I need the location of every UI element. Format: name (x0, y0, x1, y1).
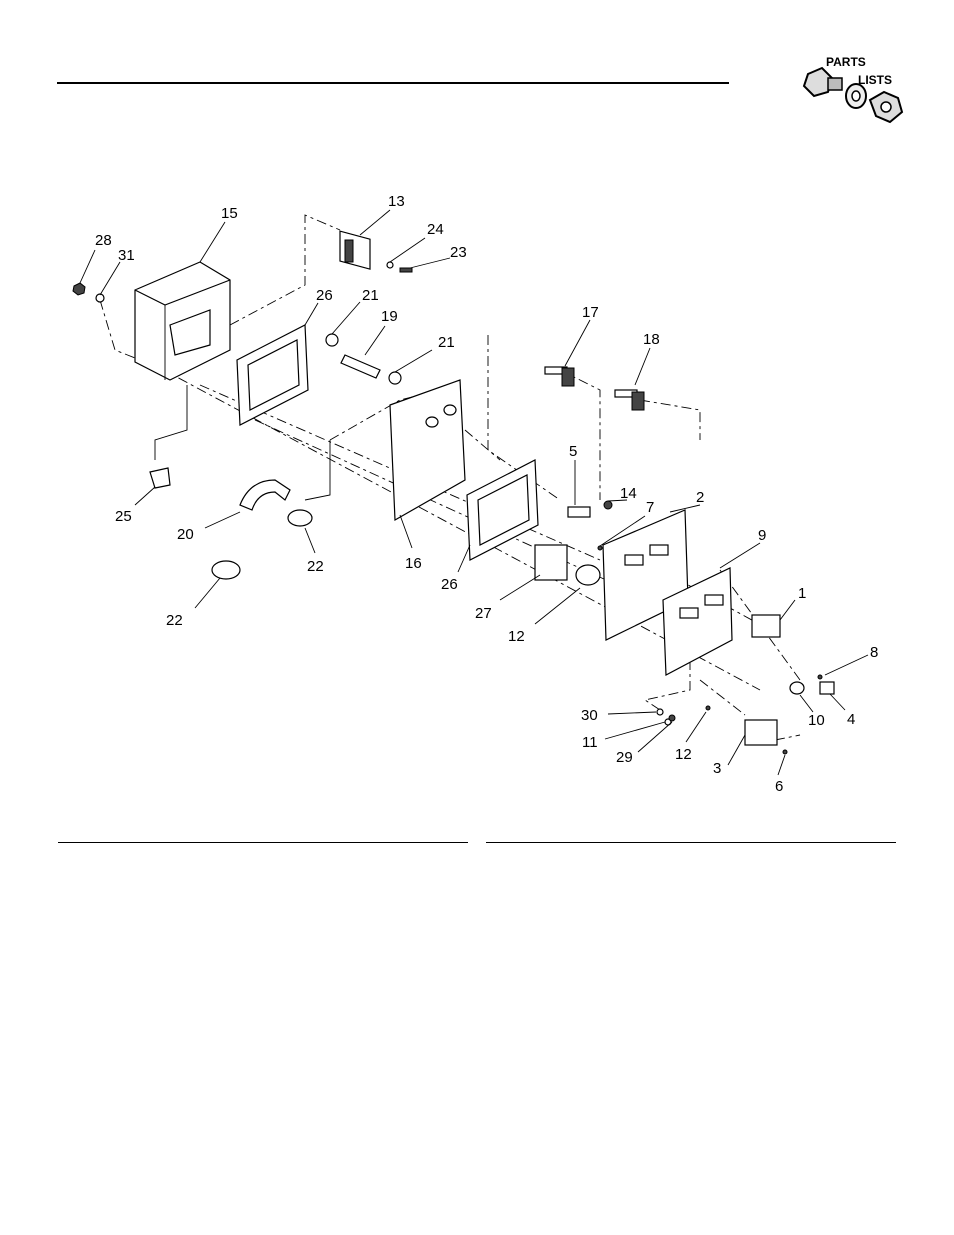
callout-13: 13 (388, 193, 405, 210)
callout-23: 23 (450, 244, 467, 261)
callout-30: 30 (581, 707, 598, 724)
part-4-fuse-holder (820, 682, 834, 694)
part-18-switch (615, 390, 644, 410)
part-16-mounting-plate (390, 380, 465, 520)
part-26-gasket-front (467, 460, 538, 560)
callout-19: 19 (381, 308, 398, 325)
callout-18: 18 (643, 331, 660, 348)
column-rule-right (486, 842, 896, 843)
part-21-clamp-a (326, 334, 338, 346)
callout-8: 8 (870, 644, 878, 661)
part-5-fitting (568, 507, 590, 517)
callout-29: 29 (616, 749, 633, 766)
callout-6: 6 (775, 778, 783, 795)
callout-26a: 26 (316, 287, 333, 304)
callout-26b: 26 (441, 576, 458, 593)
part-15-enclosure-box (135, 262, 230, 380)
part-6-screw (783, 750, 787, 754)
callout-31: 31 (118, 247, 135, 264)
part-19-tube (341, 355, 380, 378)
part-22-clamp-b (212, 561, 240, 579)
callout-14: 14 (620, 485, 637, 502)
callout-7: 7 (646, 499, 654, 516)
callout-17: 17 (582, 304, 599, 321)
callout-10: 10 (808, 712, 825, 729)
callout-4: 4 (847, 711, 855, 728)
callout-5: 5 (569, 443, 577, 460)
callout-28: 28 (95, 232, 112, 249)
callout-22a: 22 (307, 558, 324, 575)
part-12-screw (706, 706, 710, 710)
part-1-breaker (752, 615, 780, 637)
part-12-holder (576, 565, 600, 585)
callout-3: 3 (713, 760, 721, 777)
callout-16: 16 (405, 555, 422, 572)
callout-12-holder: 12 (508, 628, 525, 645)
part-7-screw (598, 546, 602, 550)
callout-11: 11 (582, 734, 598, 751)
part-10-cap (790, 682, 804, 694)
callout-24: 24 (427, 221, 444, 238)
part-17-switch (545, 367, 574, 386)
callout-15: 15 (221, 205, 238, 222)
callout-21a: 21 (362, 287, 379, 304)
callout-27: 27 (475, 605, 492, 622)
callout-9: 9 (758, 527, 766, 544)
part-28-nut (73, 283, 85, 295)
part-20-hose (240, 480, 290, 510)
part-8-pin (818, 675, 822, 679)
part-13-connector (340, 231, 370, 269)
part-26-gasket-rear (237, 325, 308, 425)
callout-21b: 21 (438, 334, 455, 351)
callout-12-screw: 12 (675, 746, 692, 763)
part-22-clamp-a (288, 510, 312, 526)
part-24-washer (387, 262, 393, 268)
part-25-clip (150, 468, 170, 488)
part-29-nut (669, 715, 675, 721)
part-30-washer (657, 709, 663, 715)
column-rule-left (58, 842, 468, 843)
callout-1: 1 (798, 585, 806, 602)
part-31-washer (96, 294, 104, 302)
callout-2: 2 (696, 489, 704, 506)
part-3-meter (745, 720, 777, 745)
callout-25: 25 (115, 508, 132, 525)
part-23-screw (400, 268, 412, 272)
callout-20: 20 (177, 526, 194, 543)
callout-22b: 22 (166, 612, 183, 629)
part-21-clamp-b (389, 372, 401, 384)
part-14-nut (604, 501, 612, 509)
